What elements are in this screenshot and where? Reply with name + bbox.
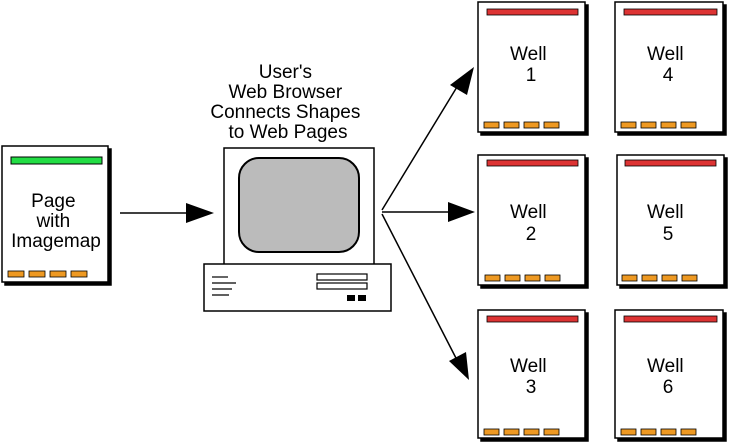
well-6-line-2: 6	[663, 377, 674, 398]
well-5-line-2: 5	[663, 224, 674, 245]
imagemap-page-frame	[1, 145, 109, 283]
well-4-footer-links	[620, 121, 697, 129]
imagemap-page-header-bar	[10, 156, 103, 165]
well-1-line-2: 1	[526, 65, 537, 86]
browser-caption-line-4: to Web Pages	[228, 122, 347, 143]
well-4-line-1: Well	[647, 44, 684, 65]
imagemap-page-line-1: Page	[31, 191, 75, 212]
imagemap-page-footer-links	[7, 270, 88, 278]
well-2-label: Well 2	[510, 202, 552, 245]
well-3-line-2: 3	[526, 377, 537, 398]
well-4-label: Well 4	[647, 44, 689, 86]
well-page-2[interactable]: Well 2	[477, 154, 586, 286]
drive-button-2	[358, 295, 366, 301]
well-5-label: Well 5	[647, 202, 689, 245]
imagemap-page[interactable]: Page with Imagemap	[1, 145, 109, 283]
well-6-label: Well 6	[647, 356, 689, 398]
well-page-6[interactable]: Well 6	[614, 309, 724, 439]
computer-icon	[203, 147, 392, 312]
well-2-footer-links	[484, 274, 561, 282]
browser-caption: User's Web Browser Connects Shapes to We…	[210, 62, 365, 143]
well-4-line-2: 4	[663, 65, 674, 86]
imagemap-page-label: Page with Imagemap	[11, 191, 101, 252]
arrow-to-well-2	[382, 202, 475, 222]
well-2-line-1: Well	[510, 202, 547, 223]
well-page-5[interactable]: Well 5	[616, 154, 725, 286]
browser-caption-line-2: Web Browser	[229, 82, 343, 103]
imagemap-page-line-2: with	[35, 211, 70, 232]
well-3-line-1: Well	[510, 356, 547, 377]
drive-slot-1	[316, 273, 368, 281]
well-1-footer-links	[483, 121, 560, 129]
well-5-line-1: Well	[647, 202, 684, 223]
drive-slot-2	[316, 282, 368, 290]
browser-caption-line-1: User's	[259, 62, 312, 83]
well-page-1[interactable]: Well 1	[477, 1, 586, 133]
well-1-line-1: Well	[510, 44, 547, 65]
well-3-footer-links	[483, 428, 560, 436]
well-6-footer-links	[620, 428, 697, 436]
arrow-page-to-browser	[120, 203, 214, 223]
browser-caption-line-3: Connects Shapes	[210, 102, 360, 123]
imagemap-page-line-3: Imagemap	[11, 231, 101, 252]
arrow-to-well-1	[381, 67, 474, 211]
well-page-4[interactable]: Well 4	[614, 1, 724, 133]
monitor-screen	[238, 157, 360, 253]
arrow-to-well-3	[381, 213, 469, 380]
well-6-line-1: Well	[647, 356, 684, 377]
well-page-3[interactable]: Well 3	[477, 309, 586, 439]
drive-button-1	[347, 295, 355, 301]
well-5-footer-links	[621, 274, 698, 282]
well-2-line-2: 2	[526, 224, 537, 245]
well-1-label: Well 1	[510, 44, 552, 86]
well-3-label: Well 3	[510, 356, 552, 398]
